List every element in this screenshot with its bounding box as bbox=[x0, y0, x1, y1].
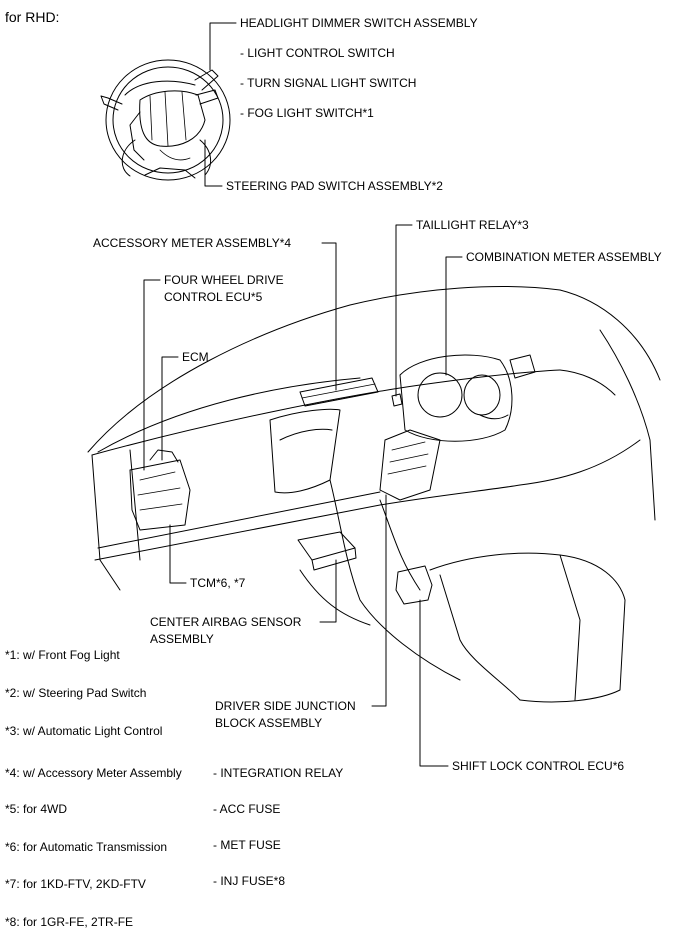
label-accessory-meter: ACCESSORY METER ASSEMBLY*4 bbox=[93, 236, 292, 250]
label-steering-pad-switch: STEERING PAD SWITCH ASSEMBLY*2 bbox=[226, 179, 443, 193]
footnote-5: *5: for 4WD bbox=[5, 802, 68, 816]
label-acc-fuse: - ACC FUSE bbox=[213, 802, 281, 816]
label-light-control-switch: - LIGHT CONTROL SWITCH bbox=[240, 46, 395, 60]
footnote-3: *3: w/ Automatic Light Control bbox=[5, 724, 163, 738]
dashboard-illustration bbox=[87, 286, 661, 703]
footnote-7: *7: for 1KD-FTV, 2KD-FTV bbox=[5, 877, 146, 891]
label-center-airbag-line1: CENTER AIRBAG SENSOR bbox=[150, 615, 302, 629]
label-integration-relay: - INTEGRATION RELAY bbox=[213, 766, 344, 780]
leader-lines bbox=[143, 22, 463, 767]
footnote-2: *2: w/ Steering Pad Switch bbox=[5, 686, 147, 700]
label-taillight-relay: TAILLIGHT RELAY*3 bbox=[416, 218, 529, 232]
label-ecm: ECM bbox=[182, 350, 209, 364]
footnote-8: *8: for 1GR-FE, 2TR-FE bbox=[5, 915, 134, 929]
label-four-wheel-drive-ecu-line1: FOUR WHEEL DRIVE bbox=[164, 273, 284, 287]
label-turn-signal-switch: - TURN SIGNAL LIGHT SWITCH bbox=[240, 76, 417, 90]
label-center-airbag-line2: ASSEMBLY bbox=[150, 632, 214, 646]
footnote-4: *4: w/ Accessory Meter Assembly bbox=[5, 766, 182, 780]
label-headlight-dimmer-switch: HEADLIGHT DIMMER SWITCH ASSEMBLY bbox=[240, 16, 478, 30]
label-driver-junction-line1: DRIVER SIDE JUNCTION bbox=[215, 699, 356, 713]
label-inj-fuse: - INJ FUSE*8 bbox=[213, 874, 286, 888]
label-four-wheel-drive-ecu-line2: CONTROL ECU*5 bbox=[164, 290, 263, 304]
footnote-1: *1: w/ Front Fog Light bbox=[5, 648, 120, 662]
label-tcm: TCM*6, *7 bbox=[190, 576, 246, 590]
label-shift-lock-ecu: SHIFT LOCK CONTROL ECU*6 bbox=[452, 759, 625, 773]
page-header: for RHD: bbox=[5, 9, 60, 25]
steering-wheel-illustration bbox=[100, 59, 231, 181]
label-combination-meter: COMBINATION METER ASSEMBLY bbox=[466, 250, 662, 264]
footnote-6: *6: for Automatic Transmission bbox=[5, 840, 168, 854]
label-driver-junction-line2: BLOCK ASSEMBLY bbox=[215, 716, 323, 730]
label-fog-light-switch: - FOG LIGHT SWITCH*1 bbox=[240, 106, 374, 120]
label-met-fuse: - MET FUSE bbox=[213, 838, 281, 852]
